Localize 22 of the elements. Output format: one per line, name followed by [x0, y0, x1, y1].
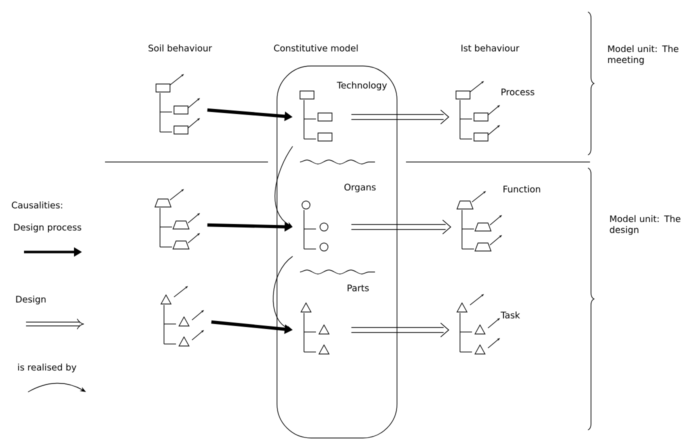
arrow — [350, 322, 450, 338]
tree-label: Task — [500, 312, 520, 318]
legend-text: is realised by — [18, 364, 76, 372]
tree-label: Organs — [344, 184, 376, 192]
arrow — [272, 256, 293, 330]
arrow — [274, 146, 293, 227]
legend-text: Design — [16, 296, 46, 304]
arrow — [350, 220, 452, 234]
column-heading: Constitutive model — [274, 44, 358, 52]
legend-text: Design process — [14, 224, 82, 232]
column-heading: Ist behaviour — [462, 44, 520, 52]
tree-label: Parts — [348, 284, 369, 292]
column-heading: Soil behaviour — [148, 44, 212, 52]
tree-drawing — [156, 74, 200, 134]
note-text: Model unit: The meeting — [608, 45, 678, 65]
tree-drawing — [154, 189, 200, 250]
arrow — [350, 110, 450, 124]
tree-label: Technology — [336, 82, 387, 90]
tree-label: Function — [504, 186, 540, 192]
note-text: Causalities: — [12, 202, 62, 208]
note-text: Model unit: The design — [610, 215, 680, 235]
tree-label: Process — [502, 88, 534, 96]
